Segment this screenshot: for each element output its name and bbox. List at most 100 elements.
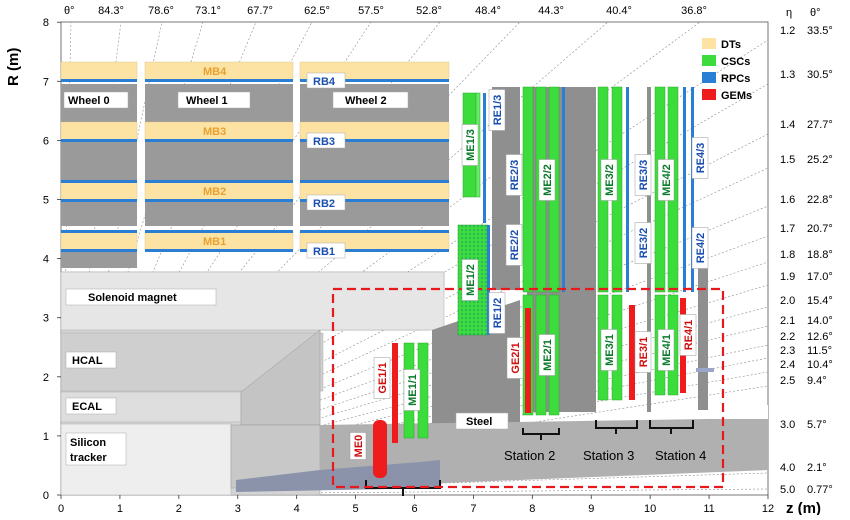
svg-text:RE2/3: RE2/3	[509, 160, 521, 191]
y-tick-label: 6	[43, 135, 49, 147]
dt-chambers	[60, 61, 450, 251]
svg-text:RE3/3: RE3/3	[638, 160, 650, 191]
chamber-label: ME1/2	[461, 259, 479, 301]
eta-theta-value: 15.4°	[807, 295, 833, 307]
rb4-label: RB4	[313, 76, 336, 88]
beam-pipe	[236, 460, 440, 492]
eta-value: 2.0	[780, 295, 795, 307]
svg-text:RE1/3: RE1/3	[492, 95, 504, 126]
chamber-label: ME3/2	[600, 159, 618, 201]
eta-value: 2.1	[780, 315, 795, 327]
opening	[712, 405, 768, 419]
eta-theta-value: 5.7°	[807, 419, 827, 431]
x-axis-title: z (m)	[786, 500, 821, 515]
eta-theta-value: 18.8°	[807, 249, 833, 261]
wheel-2-label: Wheel 2	[345, 95, 387, 107]
eta-value: 1.2	[780, 25, 795, 37]
legend-label: GEMs	[721, 90, 752, 102]
theta-top-label: 73.1°	[195, 5, 221, 17]
svg-text:ME1/1: ME1/1	[407, 374, 419, 406]
eta-value: 1.4	[780, 119, 795, 131]
chamber-label: ME1/3	[461, 124, 479, 166]
eta-theta-value: 14.0°	[807, 315, 833, 327]
station-brackets	[365, 420, 694, 496]
theta-top-label: 40.4°	[606, 5, 632, 17]
eta-value: 1.6	[780, 194, 795, 206]
theta-top-labels: 84.3°78.6°73.1°67.7°62.5°57.5°52.8°48.4°…	[98, 5, 707, 17]
x-tick-label: 1	[117, 503, 123, 515]
legend-label: RPCs	[721, 73, 750, 85]
eta-theta-value: 30.5°	[807, 69, 833, 81]
eta-theta-value: 17.0°	[807, 271, 833, 283]
mb4-label: MB4	[203, 66, 227, 78]
chamber-label: RE2/3	[505, 154, 523, 196]
svg-text:RE1/2: RE1/2	[492, 298, 504, 329]
eta-value: 1.3	[780, 69, 795, 81]
mb2-label: MB2	[203, 186, 226, 198]
x-tick-label: 9	[588, 503, 594, 515]
mb1-label: MB1	[203, 236, 226, 248]
chamber-label: RE4/1	[679, 314, 697, 356]
eta-value: 2.3	[780, 345, 795, 357]
svg-text:RE4/3: RE4/3	[695, 143, 707, 174]
legend-swatch	[702, 72, 716, 83]
svg-text:ME1/3: ME1/3	[465, 129, 477, 161]
x-tick-label: 4	[294, 503, 300, 515]
station-labels: Station 2 Station 3 Station 4	[504, 448, 706, 463]
svg-text:RE4/1: RE4/1	[683, 320, 695, 351]
eta-theta-value: 33.5°	[807, 25, 833, 37]
theta-top-label: 57.5°	[358, 5, 384, 17]
eta-theta-value: 20.7°	[807, 223, 833, 235]
legend-swatch	[702, 89, 716, 100]
svg-text:RE4/2: RE4/2	[695, 233, 707, 264]
eta-value: 2.4	[780, 359, 795, 371]
y-tick-label: 2	[43, 372, 49, 384]
chamber-label: GE1/1	[373, 357, 391, 399]
x-tick-label: 8	[529, 503, 535, 515]
svg-text:ME4/1: ME4/1	[661, 334, 673, 366]
eta-value: 3.0	[780, 419, 795, 431]
svg-text:RE2/2: RE2/2	[509, 230, 521, 261]
chamber-label: RE1/2	[488, 292, 506, 334]
svg-text:ME1/2: ME1/2	[465, 264, 477, 296]
legend-swatch	[702, 55, 716, 66]
chamber-label: ME4/2	[657, 159, 675, 201]
eta-header: η	[786, 7, 792, 19]
theta-top-label: 84.3°	[98, 5, 124, 17]
mb3-label: MB3	[203, 126, 226, 138]
svg-text:GE1/1: GE1/1	[377, 362, 389, 393]
legend-label: CSCs	[721, 56, 750, 68]
svg-text:ME4/2: ME4/2	[661, 164, 673, 196]
eta-theta-value: 0.77°	[807, 484, 833, 496]
eta-value: 2.2	[780, 331, 795, 343]
rb3-label: RB3	[313, 136, 335, 148]
eta-theta-value: 25.2°	[807, 154, 833, 166]
chamber-label: RE3/3	[634, 154, 652, 196]
svg-text:ME0: ME0	[353, 435, 365, 458]
theta-top-label: 36.8°	[681, 5, 707, 17]
theta-top-label: 67.7°	[247, 5, 273, 17]
legend-label: DTs	[721, 39, 741, 51]
connector	[696, 368, 714, 372]
theta-top-label: 48.4°	[475, 5, 501, 17]
theta-right-header: θ°	[810, 7, 821, 19]
endcap-rpcs	[483, 87, 694, 335]
y-tick-label: 8	[43, 17, 49, 29]
y-tick-label: 3	[43, 313, 49, 325]
station-4-label: Station 4	[655, 448, 706, 463]
chamber-label: RE4/2	[691, 227, 709, 269]
x-tick-label: 12	[762, 503, 774, 515]
theta-top-label: 44.3°	[538, 5, 564, 17]
svg-text:RE3/1: RE3/1	[638, 337, 650, 368]
eta-theta-value: 12.6°	[807, 331, 833, 343]
steel-label: Steel	[466, 416, 492, 428]
chamber-label: ME2/1	[538, 334, 556, 376]
eta-value: 5.0	[780, 484, 795, 496]
legend-swatch	[702, 38, 716, 49]
solenoid-label: Solenoid magnet	[88, 292, 177, 304]
y-tick-label: 5	[43, 195, 49, 207]
